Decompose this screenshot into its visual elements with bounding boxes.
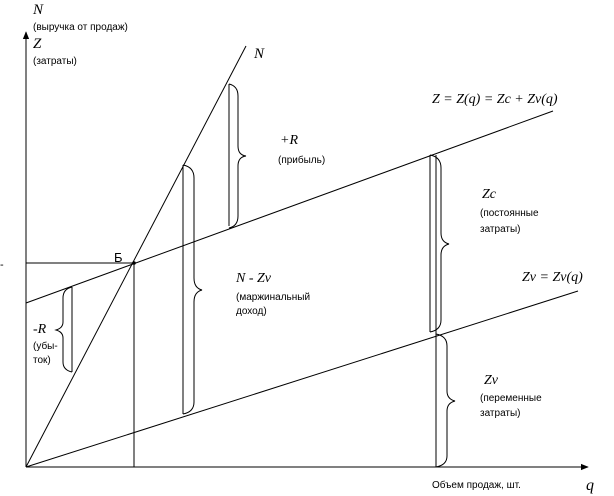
margin-symbol: N - Zv bbox=[235, 271, 272, 286]
fixed-cost-symbol: Zc bbox=[482, 187, 497, 202]
fixed-brace bbox=[429, 154, 450, 333]
y-axis-symbol-n: N bbox=[32, 2, 44, 18]
margin-caption-line-1: (маржинальный bbox=[236, 292, 310, 303]
variable-cost-caption-line-1: (переменные bbox=[480, 393, 542, 404]
loss-symbol: -R bbox=[33, 322, 47, 337]
breakeven-label: Б bbox=[114, 250, 123, 265]
variable-cost-line bbox=[25, 290, 579, 468]
total-cost-line-label: Z = Z(q) = Zc + Zv(q) bbox=[432, 92, 558, 107]
y-axis-caption-n: (выручка от продаж) bbox=[33, 22, 128, 33]
loss-caption-line-1: (убы- bbox=[33, 340, 58, 352]
margin-brace bbox=[182, 164, 203, 415]
y-axis-caption-z: (затраты) bbox=[33, 56, 77, 67]
fixed-cost-caption-line-2: затраты) bbox=[480, 224, 521, 235]
variable-cost-caption-line-2: затраты) bbox=[480, 408, 521, 419]
variable-cost-line-label: Zv = Zv(q) bbox=[522, 270, 583, 285]
fixed-cost-caption-line-1: (постоянные bbox=[480, 208, 539, 219]
total-cost-line bbox=[25, 110, 554, 304]
variable-brace bbox=[435, 333, 456, 468]
breakeven-point bbox=[132, 261, 136, 265]
profit-brace bbox=[228, 83, 247, 229]
margin-caption-line-2: доход) bbox=[236, 306, 267, 317]
x-axis-symbol: q bbox=[586, 477, 594, 494]
variable-cost-symbol: Zv bbox=[484, 373, 499, 388]
loss-brace bbox=[54, 286, 73, 373]
revenue-line-label: N bbox=[253, 46, 265, 62]
profit-symbol: +R bbox=[280, 133, 298, 148]
revenue-line bbox=[25, 45, 247, 468]
x-axis-caption: Объем продаж, шт. bbox=[432, 479, 521, 491]
y-axis-symbol-z: Z bbox=[33, 36, 42, 52]
left-margin-mark: - bbox=[0, 259, 4, 271]
loss-caption-line-2: ток) bbox=[33, 355, 51, 366]
profit-caption: (прибыль) bbox=[278, 154, 325, 166]
